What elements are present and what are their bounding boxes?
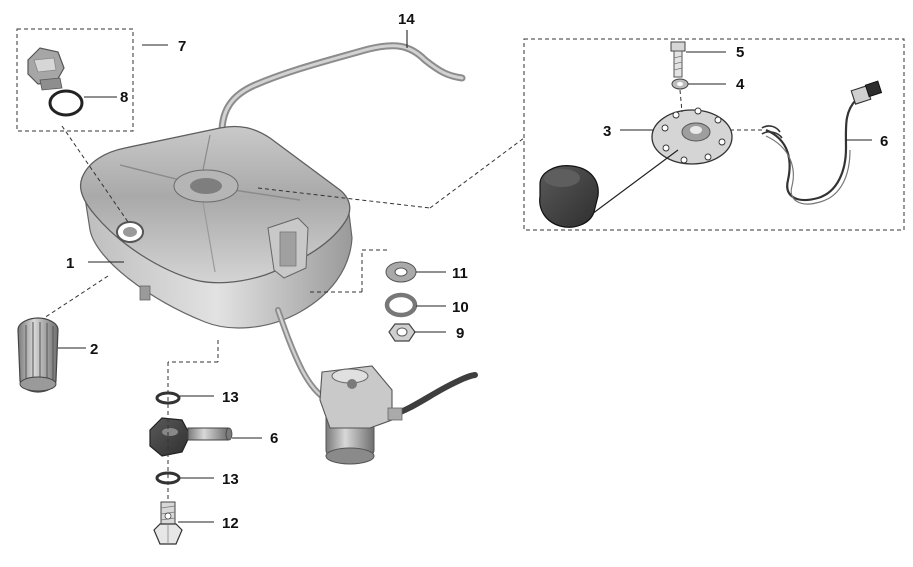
sender-group-box xyxy=(523,38,905,231)
leader-lines xyxy=(58,30,872,523)
fuel-strainer xyxy=(17,317,59,393)
callout-4: 4 xyxy=(736,76,745,93)
callout-10: 10 xyxy=(452,299,469,316)
callouts: 1 2 3 4 5 6 6 7 8 9 10 11 12 13 13 14 xyxy=(66,11,888,532)
callout-7: 7 xyxy=(178,38,186,55)
filler-cap xyxy=(27,47,65,91)
breather-tube xyxy=(218,42,466,136)
callout-2: 2 xyxy=(90,341,98,358)
callout-9: 9 xyxy=(456,325,464,342)
callout-13-lower: 13 xyxy=(222,471,239,488)
callout-12: 12 xyxy=(222,515,239,532)
callout-11: 11 xyxy=(452,265,468,282)
sender-washer xyxy=(671,78,689,90)
callout-6-sender: 6 xyxy=(880,133,888,150)
callout-6-banjo: 6 xyxy=(270,430,278,447)
filler-o-ring xyxy=(48,89,84,117)
float xyxy=(539,165,599,228)
flat-washer xyxy=(385,261,417,283)
callout-8: 8 xyxy=(120,89,128,106)
banjo-bolt xyxy=(153,501,183,545)
callout-3: 3 xyxy=(603,123,611,140)
cap-group-box xyxy=(16,28,134,132)
sender-wire-harness xyxy=(761,80,883,205)
callout-1: 1 xyxy=(66,255,74,272)
float-arm xyxy=(591,149,679,215)
callout-14: 14 xyxy=(398,11,415,28)
guide-lines xyxy=(43,89,762,502)
banjo-fitting xyxy=(149,417,233,457)
fuel-tank xyxy=(79,125,353,329)
fuel-filter-housing xyxy=(319,365,403,465)
hex-nut xyxy=(388,323,416,342)
fuel-line xyxy=(275,307,478,418)
fuel-level-sender-flange xyxy=(651,107,733,165)
sender-screw xyxy=(670,41,686,78)
spring-washer xyxy=(384,292,418,318)
callout-5: 5 xyxy=(736,44,744,61)
callout-13-upper: 13 xyxy=(222,389,239,406)
